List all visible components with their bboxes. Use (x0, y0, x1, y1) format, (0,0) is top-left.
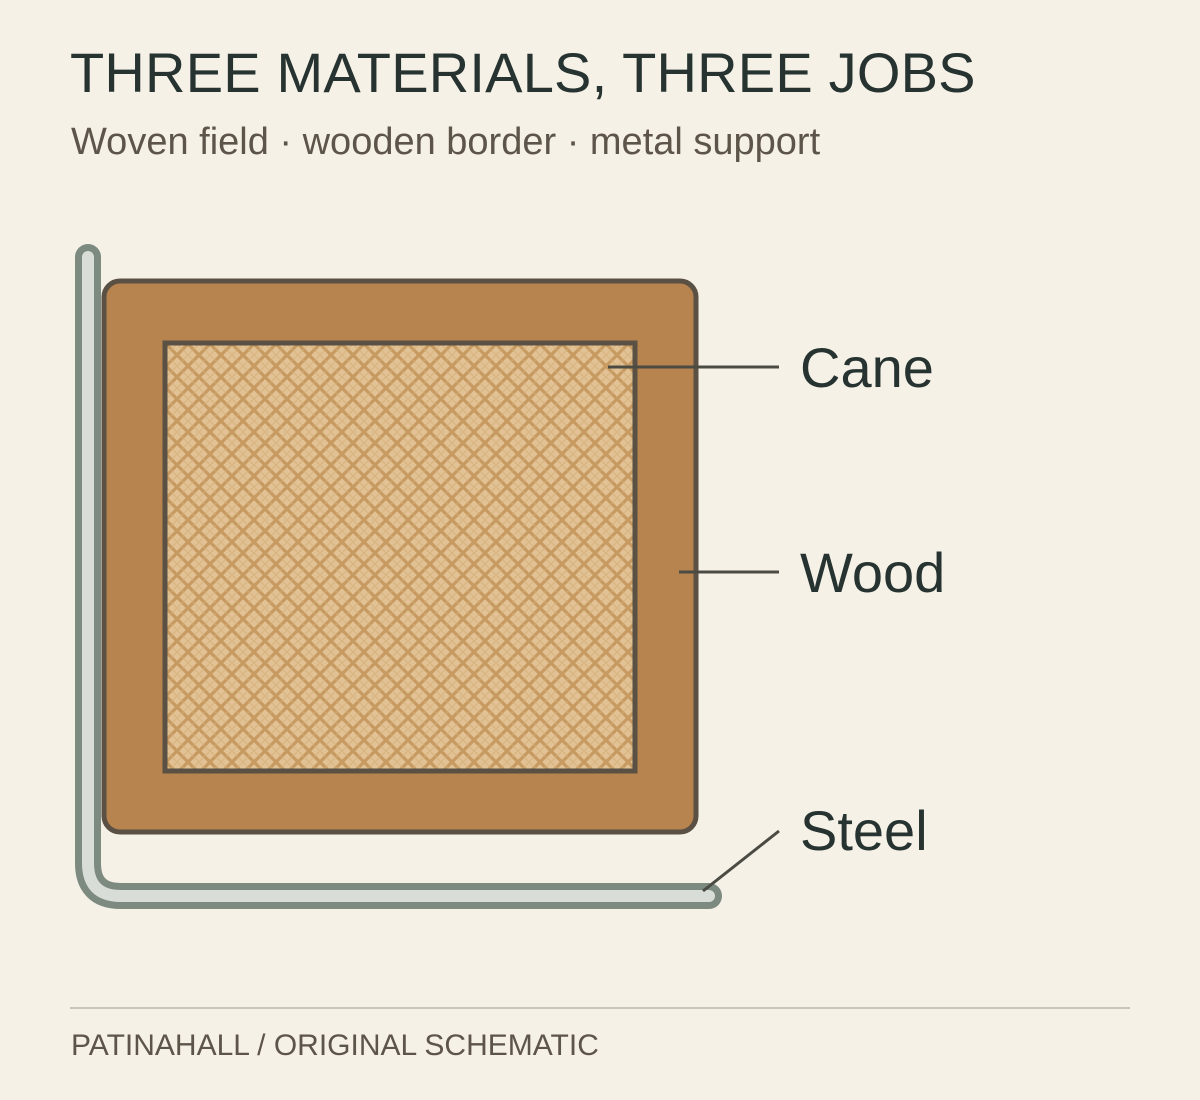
footer-divider (70, 1007, 1130, 1009)
steel-leader-line (702, 829, 780, 893)
steel-label: Steel (800, 799, 928, 862)
cane-panel (162, 340, 638, 774)
steel-support (75, 244, 722, 909)
wood-label: Wood (800, 541, 945, 604)
materials-diagram: Cane Wood Steel (75, 244, 945, 909)
cane-label: Cane (800, 336, 934, 399)
page-title: THREE MATERIALS, THREE JOBS (70, 41, 976, 104)
footer-credit: PATINAHALL / ORIGINAL SCHEMATIC (71, 1029, 599, 1062)
page-subtitle: Woven field · wooden border · metal supp… (71, 121, 821, 163)
